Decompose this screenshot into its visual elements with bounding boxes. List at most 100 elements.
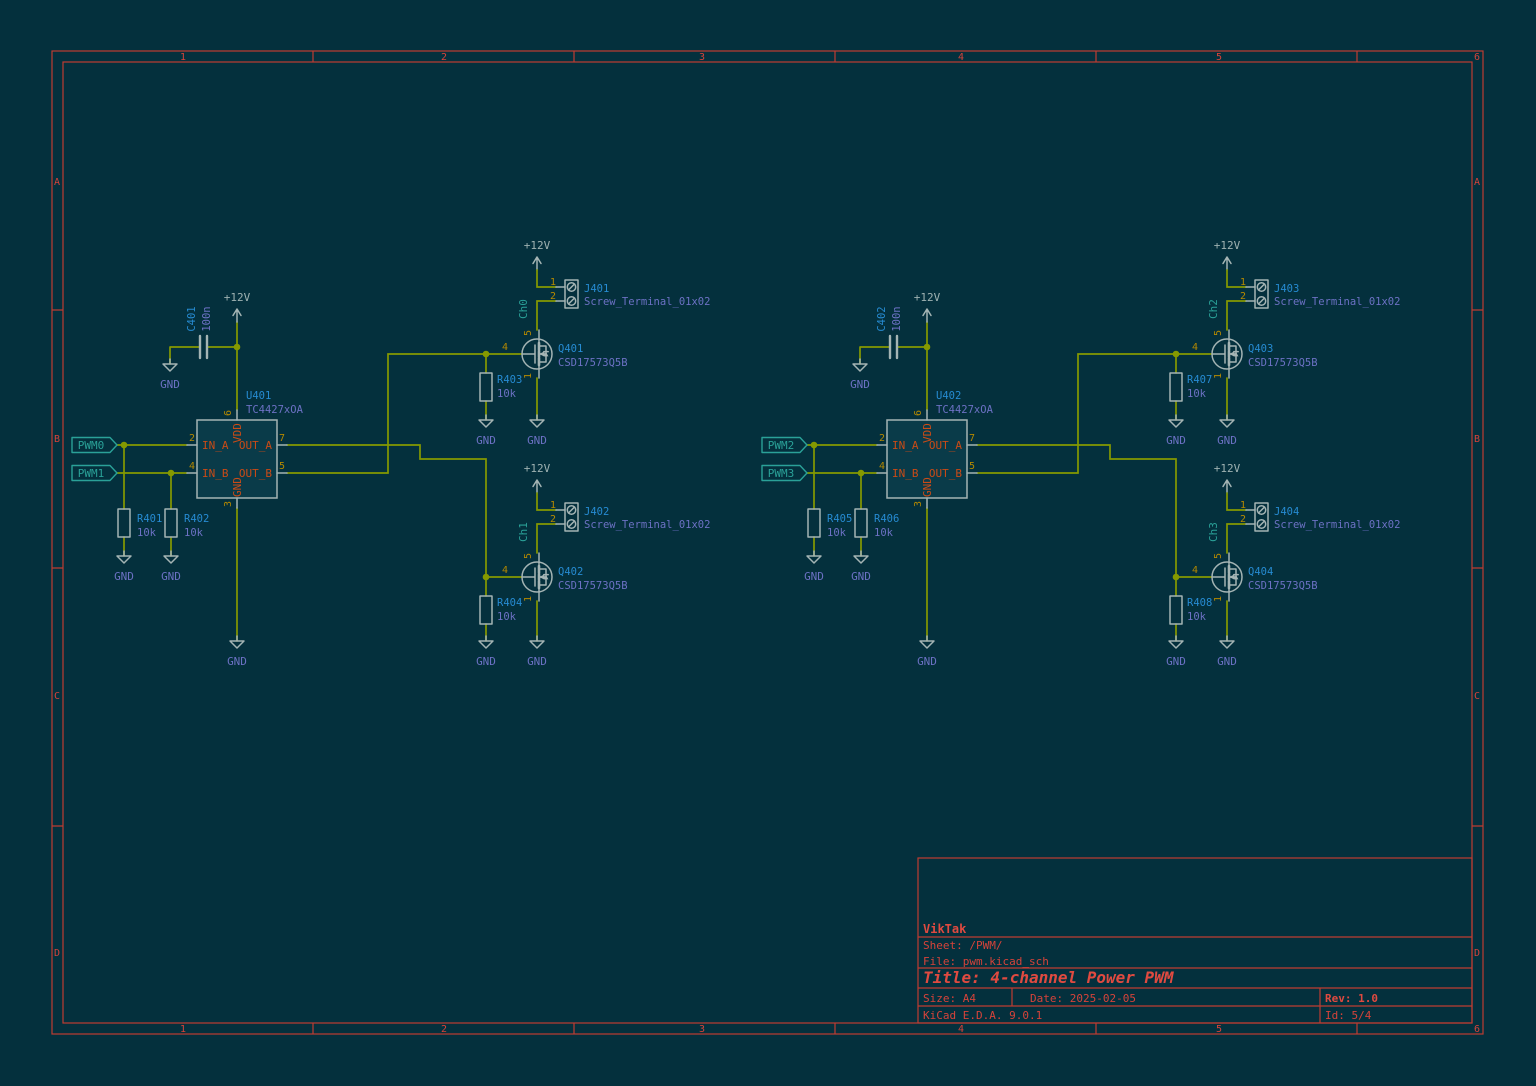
fet-value[interactable]: CSD17573Q5B [558, 357, 628, 369]
gnd-symbol[interactable] [852, 358, 868, 372]
mosfet-symbol[interactable] [1210, 551, 1244, 603]
component-cap[interactable]: C402 100n [876, 306, 903, 360]
wire-vdd-cap[interactable] [169, 321, 238, 411]
power-symbol-12v[interactable] [1222, 479, 1232, 494]
res-value[interactable]: 10k [497, 611, 517, 623]
wire-out-b[interactable] [286, 353, 523, 474]
component-gate-res[interactable]: R408 10k [1169, 595, 1212, 625]
connector-reference[interactable]: J403 [1274, 283, 1299, 295]
res-reference[interactable]: R408 [1187, 597, 1212, 609]
res-value[interactable]: 10k [137, 527, 157, 539]
resistor-symbol[interactable] [854, 508, 868, 538]
screw-terminal-symbol[interactable] [1245, 279, 1269, 309]
power-symbol-12v[interactable] [232, 308, 242, 323]
resistor-symbol[interactable] [479, 372, 493, 402]
component-mosfet[interactable]: 5 4 1 Q403 CSD17573Q5B [1192, 328, 1318, 380]
resistor-symbol[interactable] [807, 508, 821, 538]
component-pulldown-b[interactable]: R406 10k [854, 508, 899, 539]
connector-reference[interactable]: J402 [584, 506, 609, 518]
connector-value[interactable]: Screw_Terminal_01x02 [1274, 296, 1400, 308]
component-pulldown-a[interactable]: R405 10k [807, 508, 852, 539]
screw-terminal-symbol[interactable] [555, 279, 579, 309]
gnd-symbol[interactable] [478, 635, 494, 649]
component-mosfet[interactable]: 5 4 1 Q401 CSD17573Q5B [502, 328, 628, 380]
cap-reference[interactable]: C401 [186, 306, 198, 331]
gnd-symbol[interactable] [529, 635, 545, 649]
component-gate-res[interactable]: R407 10k [1169, 372, 1212, 402]
resistor-symbol[interactable] [1169, 372, 1183, 402]
cap-reference[interactable]: C402 [876, 306, 888, 331]
cap-value[interactable]: 100n [201, 306, 213, 331]
component-pulldown-b[interactable]: R402 10k [164, 508, 209, 539]
hier-label-pwm2[interactable]: PWM2 [761, 436, 808, 454]
connector-value[interactable]: Screw_Terminal_01x02 [584, 296, 710, 308]
component-pulldown-a[interactable]: R401 10k [117, 508, 162, 539]
fet-reference[interactable]: Q402 [558, 566, 583, 578]
res-value[interactable]: 10k [874, 527, 894, 539]
component-connector[interactable]: 1 2 J404 Screw_Terminal_01x02 [1240, 500, 1400, 532]
component-gate-res[interactable]: R404 10k [479, 595, 522, 625]
wire-channel[interactable] [536, 492, 557, 642]
wire-channel[interactable] [1226, 492, 1247, 642]
gnd-symbol[interactable] [853, 550, 869, 564]
component-gate-res[interactable]: R403 10k [479, 372, 522, 402]
net-label-ch1[interactable]: Ch1 [517, 522, 530, 542]
gnd-symbol[interactable] [162, 358, 178, 372]
fet-reference[interactable]: Q401 [558, 343, 583, 355]
gnd-symbol[interactable] [1168, 635, 1184, 649]
mosfet-symbol[interactable] [1210, 328, 1244, 380]
mosfet-symbol[interactable] [520, 551, 554, 603]
capacitor-symbol[interactable] [198, 334, 209, 360]
connector-value[interactable]: Screw_Terminal_01x02 [1274, 519, 1400, 531]
component-ic-driver[interactable]: U402 TC4427xOA 2 4 7 5 6 3 IN_A IN_B OUT… [876, 390, 994, 509]
gnd-symbol[interactable] [163, 550, 179, 564]
connector-reference[interactable]: J401 [584, 283, 609, 295]
power-symbol-12v[interactable] [922, 308, 932, 323]
wire-out-a[interactable] [976, 444, 1213, 578]
wire-out-a[interactable] [286, 444, 523, 578]
ic-value[interactable]: TC4427xOA [936, 404, 994, 416]
resistor-symbol[interactable] [479, 595, 493, 625]
res-reference[interactable]: R401 [137, 513, 162, 525]
res-value[interactable]: 10k [1187, 611, 1207, 623]
hier-label-pwm1[interactable]: PWM1 [71, 464, 118, 482]
component-connector[interactable]: 1 2 J402 Screw_Terminal_01x02 [550, 500, 710, 532]
gnd-symbol[interactable] [116, 550, 132, 564]
wire-channel[interactable] [1226, 269, 1247, 421]
fet-value[interactable]: CSD17573Q5B [558, 580, 628, 592]
hier-label-pwm3[interactable]: PWM3 [761, 464, 808, 482]
screw-terminal-symbol[interactable] [555, 502, 579, 532]
screw-terminal-symbol[interactable] [1245, 502, 1269, 532]
ic-body[interactable] [196, 419, 278, 499]
fet-reference[interactable]: Q404 [1248, 566, 1273, 578]
res-value[interactable]: 10k [497, 388, 517, 400]
wire-out-b[interactable] [976, 353, 1213, 474]
gnd-symbol[interactable] [806, 550, 822, 564]
res-reference[interactable]: R407 [1187, 374, 1212, 386]
ic-body[interactable] [886, 419, 968, 499]
net-label-ch2[interactable]: Ch2 [1207, 299, 1220, 319]
cap-value[interactable]: 100n [891, 306, 903, 331]
ic-reference[interactable]: U402 [936, 390, 961, 402]
component-mosfet[interactable]: 5 4 1 Q402 CSD17573Q5B [502, 551, 628, 603]
res-reference[interactable]: R406 [874, 513, 899, 525]
res-value[interactable]: 10k [827, 527, 847, 539]
gnd-symbol[interactable] [1219, 635, 1235, 649]
component-connector[interactable]: 1 2 J403 Screw_Terminal_01x02 [1240, 277, 1400, 309]
power-symbol-12v[interactable] [532, 479, 542, 494]
resistor-symbol[interactable] [117, 508, 131, 538]
res-reference[interactable]: R405 [827, 513, 852, 525]
component-ic-driver[interactable]: U401 TC4427xOA 2 4 7 5 6 3 IN_A IN_B OUT… [186, 390, 304, 509]
gnd-symbol[interactable] [478, 414, 494, 428]
component-connector[interactable]: 1 2 J401 Screw_Terminal_01x02 [550, 277, 710, 309]
mosfet-symbol[interactable] [520, 328, 554, 380]
hier-label-pwm0[interactable]: PWM0 [71, 436, 118, 454]
resistor-symbol[interactable] [164, 508, 178, 538]
ic-reference[interactable]: U401 [246, 390, 271, 402]
res-reference[interactable]: R402 [184, 513, 209, 525]
res-value[interactable]: 10k [1187, 388, 1207, 400]
gnd-symbol[interactable] [529, 414, 545, 428]
ic-value[interactable]: TC4427xOA [246, 404, 304, 416]
net-label-ch3[interactable]: Ch3 [1207, 522, 1220, 542]
resistor-symbol[interactable] [1169, 595, 1183, 625]
